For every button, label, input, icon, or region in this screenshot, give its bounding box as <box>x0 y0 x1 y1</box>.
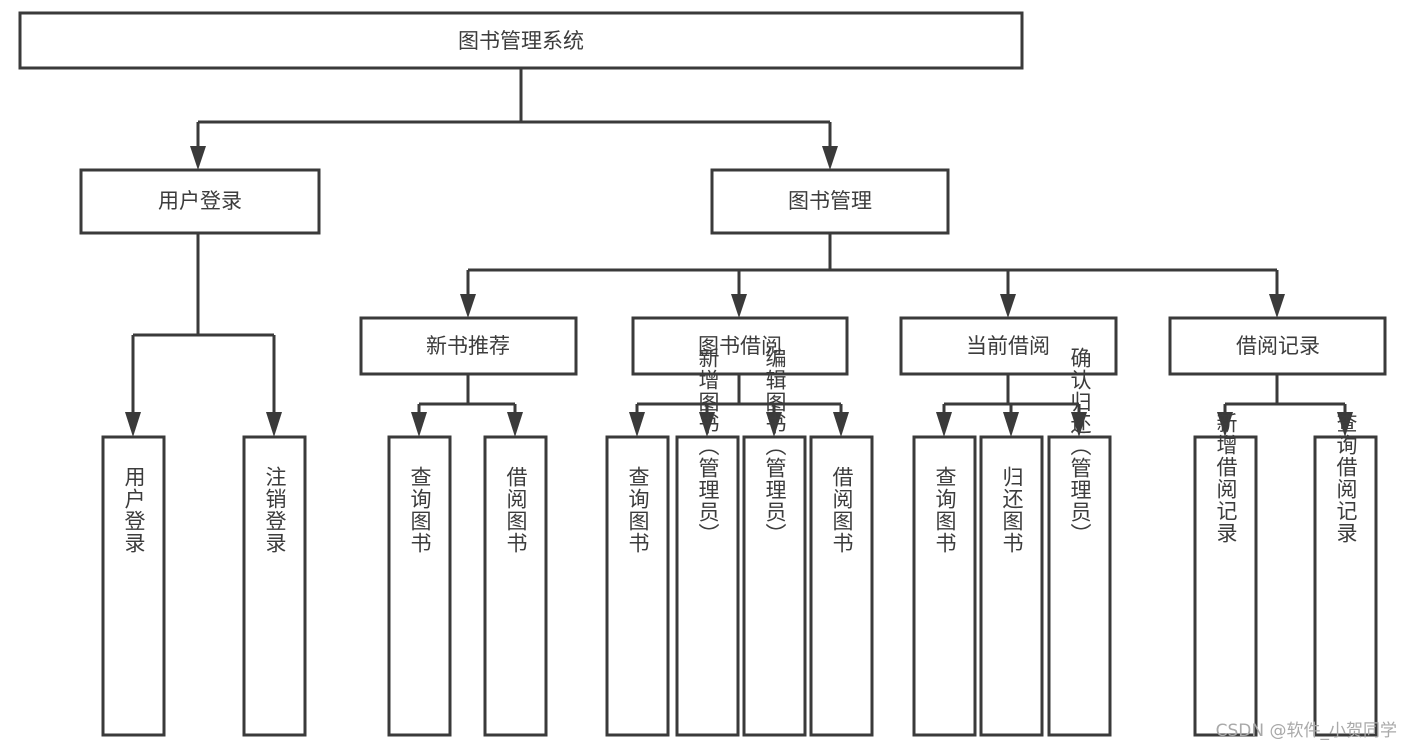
leaf-br-query-record[interactable]: 查询借阅记录 <box>1313 412 1378 737</box>
arrowhead-bb-leaf-3 <box>766 412 782 437</box>
leaf-logout-box[interactable] <box>242 435 307 737</box>
node-root[interactable]: 图书管理系统 <box>18 11 1024 70</box>
arrowhead-cb-leaf-3 <box>1071 412 1087 437</box>
node-root-label: 图书管理系统 <box>458 29 584 53</box>
node-current-borrow[interactable]: 当前借阅 <box>899 316 1118 376</box>
arrowhead-nb-leaf-2 <box>507 412 523 437</box>
arrowhead-cb-leaf-2 <box>1003 412 1019 437</box>
leaf-logout-label: 注销登录 <box>263 466 287 554</box>
leaf-br-add-record-box[interactable] <box>1193 435 1258 737</box>
leaf-cb-confirm-return[interactable]: 确认归还（管理员） <box>1047 347 1112 737</box>
leaf-bb-query-book[interactable]: 查询图书 <box>605 435 670 737</box>
leaf-br-add-record-label: 新增借阅记录 <box>1214 412 1238 544</box>
connector-group-new-book <box>411 374 523 437</box>
node-user-login-label: 用户登录 <box>158 189 242 213</box>
leaf-nb-query-book-box[interactable] <box>387 435 452 737</box>
connector-group-book-manage <box>460 233 1285 318</box>
node-user-login[interactable]: 用户登录 <box>79 168 321 235</box>
leaf-br-query-record-box[interactable] <box>1313 435 1378 737</box>
node-borrow-book[interactable]: 图书借阅 <box>631 316 849 376</box>
node-book-manage[interactable]: 图书管理 <box>710 168 950 235</box>
arrowhead-cb-leaf-1 <box>936 412 952 437</box>
node-borrow-record-label: 借阅记录 <box>1236 334 1320 358</box>
arrowhead-bb-leaf-1 <box>629 412 645 437</box>
leaf-nb-query-book-label: 查询图书 <box>408 466 432 554</box>
node-borrow-record[interactable]: 借阅记录 <box>1168 316 1387 376</box>
leaf-cb-query-book[interactable]: 查询图书 <box>912 435 977 737</box>
arrowhead-book-manage <box>822 146 838 170</box>
leaf-cb-confirm-return-box[interactable] <box>1047 435 1112 737</box>
node-new-book-box[interactable] <box>359 316 578 376</box>
arrowhead-user-login <box>190 146 206 170</box>
connector-group-root <box>190 68 838 170</box>
arrowhead-br-leaf-2 <box>1337 412 1353 437</box>
arrowhead-bb-leaf-4 <box>833 412 849 437</box>
node-book-manage-box[interactable] <box>710 168 950 235</box>
connector-group-current-borrow <box>936 374 1087 437</box>
arrowhead-br-leaf-1 <box>1217 412 1233 437</box>
arrowhead-bb-leaf-2 <box>699 412 715 437</box>
leaf-bb-borrow-book[interactable]: 借阅图书 <box>809 435 874 737</box>
leaf-nb-query-book[interactable]: 查询图书 <box>387 435 452 737</box>
node-book-manage-label: 图书管理 <box>788 189 872 213</box>
leaf-bb-add-book[interactable]: 新增图书（管理员） <box>675 347 740 737</box>
node-new-book[interactable]: 新书推荐 <box>359 316 578 376</box>
leaf-nb-borrow-book-label: 借阅图书 <box>504 466 528 554</box>
leaf-user-login[interactable]: 用户登录 <box>101 435 166 737</box>
arrowhead-borrow-book <box>731 294 747 318</box>
arrowhead-leaf-logout <box>266 412 282 437</box>
node-current-borrow-label: 当前借阅 <box>966 334 1050 358</box>
node-borrow-book-label: 图书借阅 <box>698 334 782 358</box>
connector-group-borrow-record <box>1217 374 1353 437</box>
arrowhead-nb-leaf-1 <box>411 412 427 437</box>
node-current-borrow-box[interactable] <box>899 316 1118 376</box>
arrowhead-current-borrow <box>1000 294 1016 318</box>
node-user-login-box[interactable] <box>79 168 321 235</box>
arrowhead-borrow-record <box>1269 294 1285 318</box>
arrowhead-new-book <box>460 294 476 318</box>
leaf-cb-return-book-label: 归还图书 <box>1000 466 1024 554</box>
node-root-box[interactable] <box>18 11 1024 70</box>
leaf-bb-query-book-label: 查询图书 <box>626 466 650 554</box>
leaf-cb-query-book-label: 查询图书 <box>933 466 957 554</box>
node-new-book-label: 新书推荐 <box>426 334 510 358</box>
leaf-user-login-box[interactable] <box>101 435 166 737</box>
leaf-bb-add-book-label: 新增图书（管理员） <box>696 347 720 545</box>
leaf-cb-query-book-box[interactable] <box>912 435 977 737</box>
leaf-nb-borrow-book-box[interactable] <box>483 435 548 737</box>
connector-group-borrow-book <box>629 374 849 437</box>
arrowhead-leaf-user-login <box>125 412 141 437</box>
leaf-br-query-record-label: 查询借阅记录 <box>1334 412 1358 544</box>
leaf-bb-borrow-book-label: 借阅图书 <box>830 466 854 554</box>
leaf-user-login-label: 用户登录 <box>122 466 146 554</box>
leaf-nb-borrow-book[interactable]: 借阅图书 <box>483 435 548 737</box>
leaf-cb-confirm-return-label: 确认归还（管理员） <box>1068 347 1092 545</box>
leaf-cb-return-book-box[interactable] <box>979 435 1044 737</box>
leaf-cb-return-book[interactable]: 归还图书 <box>979 435 1044 737</box>
connector-group-user-login <box>125 233 282 437</box>
leaf-bb-edit-book-box[interactable] <box>742 435 807 737</box>
leaf-bb-add-book-box[interactable] <box>675 435 740 737</box>
leaf-br-add-record[interactable]: 新增借阅记录 <box>1193 412 1258 737</box>
node-borrow-record-box[interactable] <box>1168 316 1387 376</box>
leaf-bb-borrow-book-box[interactable] <box>809 435 874 737</box>
leaf-bb-query-book-box[interactable] <box>605 435 670 737</box>
leaf-bb-edit-book-label: 编辑图书（管理员） <box>763 347 787 545</box>
leaf-logout[interactable]: 注销登录 <box>242 435 307 737</box>
node-borrow-book-box[interactable] <box>631 316 849 376</box>
leaf-bb-edit-book[interactable]: 编辑图书（管理员） <box>742 347 807 737</box>
